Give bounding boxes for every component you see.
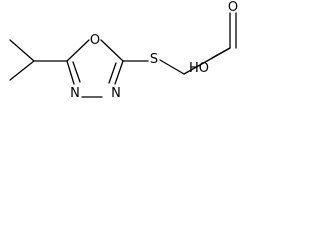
atom-hydroxyl: HO (189, 61, 209, 76)
atom-thioether-sulfur: S (150, 52, 158, 67)
bond-carboxyl-to-hydroxyl (211, 47, 231, 59)
bond-methyl-upper (9, 39, 35, 62)
bond-c2-n3 (114, 60, 124, 85)
molecule-structure-diagram: O N N S O HO (0, 0, 286, 124)
bond-sulfur-to-ch2 (159, 59, 185, 75)
atom-ring-oxygen: O (90, 33, 100, 48)
bond-c5-o1 (66, 39, 90, 62)
bond-methyl-lower (9, 60, 35, 81)
atom-ring-nitrogen-1: N (111, 86, 121, 101)
atom-carbonyl-oxygen: O (228, 0, 238, 15)
bond-n4-c5 (66, 60, 75, 85)
bond-c2-n3-double (108, 62, 117, 84)
bond-n4-c5-double (72, 61, 81, 83)
atom-ring-nitrogen-2: N (70, 86, 80, 101)
structure-svg: O N N S O HO (9, 0, 238, 101)
bond-o1-c2 (100, 39, 124, 62)
